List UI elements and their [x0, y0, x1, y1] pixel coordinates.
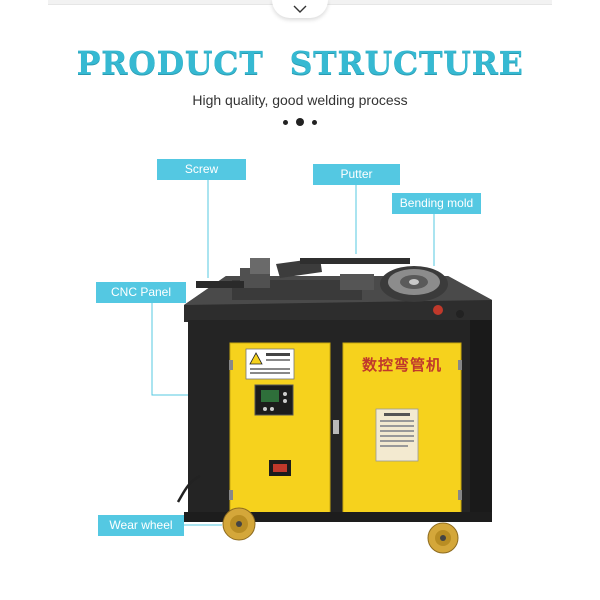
callout-cnc-panel: CNC Panel: [96, 282, 186, 303]
front-right-wheel: [427, 522, 459, 554]
carousel-dots: [0, 118, 600, 126]
callout-leader-lines: [151, 180, 435, 526]
title-word-structure: STRUCTURE: [289, 44, 524, 82]
section-title: PRODUCT STRUCTURE: [0, 44, 600, 82]
callout-bending-mold: Bending mold: [392, 193, 481, 214]
carousel-dot-active[interactable]: [296, 118, 304, 126]
callout-putter: Putter: [313, 164, 400, 185]
bending-machine: [176, 258, 492, 522]
machine-name-label: 数控弯管机: [361, 356, 442, 374]
collapse-tab[interactable]: [272, 0, 328, 18]
front-left-wheel: [222, 507, 256, 541]
title-word-product: PRODUCT: [76, 44, 264, 82]
carousel-dot[interactable]: [283, 119, 288, 125]
section-subtitle: High quality, good welding process: [192, 92, 408, 108]
carousel-dot[interactable]: [312, 119, 317, 125]
callout-screw: Screw: [157, 159, 246, 180]
chevron-down-icon: [293, 5, 307, 13]
callout-wear-wheel: Wear wheel: [98, 515, 184, 536]
